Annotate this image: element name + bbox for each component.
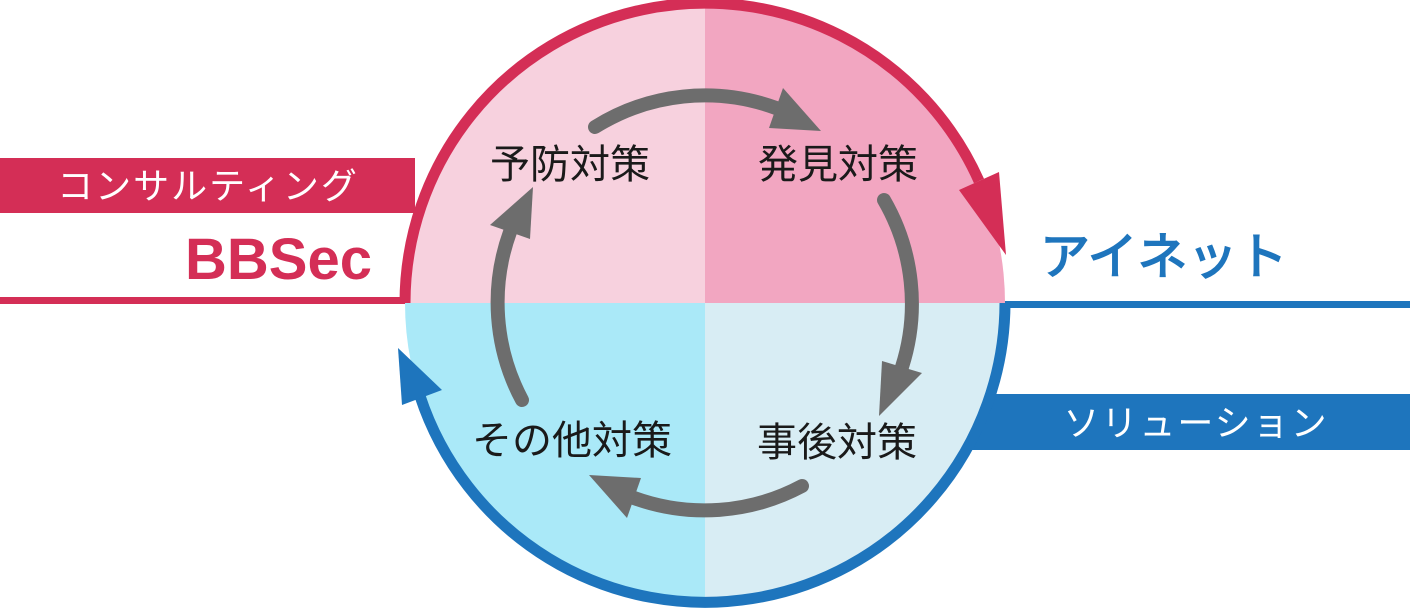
arrow-curve xyxy=(588,88,783,134)
consulting-banner-label: コンサルティング xyxy=(57,166,359,207)
label-detection: 発見対策 xyxy=(758,143,918,187)
arrow-detection-to-postincident xyxy=(877,193,922,416)
solution-banner xyxy=(962,394,1410,450)
label-other: その他対策 xyxy=(472,419,672,463)
company-bbsec: BBSec xyxy=(185,227,372,292)
arrow-curve xyxy=(627,479,809,518)
left-divider-line xyxy=(0,297,410,304)
arrow-head-icon xyxy=(490,187,533,239)
blue-rim-arc xyxy=(414,302,1011,608)
arrow-prevention-to-detection xyxy=(588,88,821,134)
blue-rim-arrowhead-icon xyxy=(398,348,442,405)
consulting-banner xyxy=(0,158,415,213)
red-rim-arc xyxy=(399,0,985,304)
company-inet: アイネット xyxy=(1040,229,1288,285)
solution-banner-label: ソリューション xyxy=(1063,403,1328,444)
arrow-head-icon xyxy=(879,361,922,416)
label-prevention: 予防対策 xyxy=(490,143,650,187)
arrow-postincident-to-other xyxy=(589,475,809,518)
arrow-head-icon xyxy=(589,475,641,518)
arrow-curve xyxy=(490,225,529,407)
quadrant-bottom-left xyxy=(405,303,705,603)
label-postincident: 事後対策 xyxy=(757,421,917,465)
right-divider-line xyxy=(1000,301,1410,308)
arrow-head-icon xyxy=(769,88,821,131)
arrow-curve xyxy=(877,193,919,374)
quadrant-bottom-right xyxy=(705,303,1005,603)
red-rim-arrowhead-icon xyxy=(959,172,1006,255)
quadrant-top-left xyxy=(405,3,705,303)
arrow-other-to-prevention xyxy=(490,187,533,407)
quadrant-top-right xyxy=(705,3,1005,303)
